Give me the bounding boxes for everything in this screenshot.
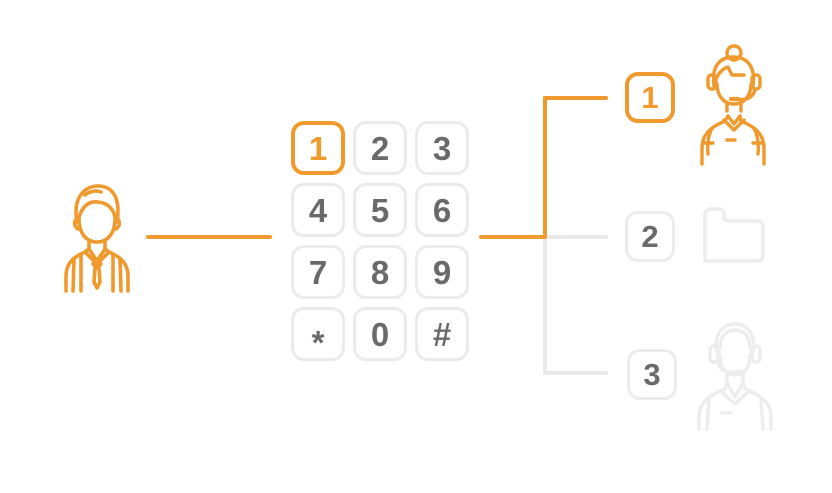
connector-junction-down <box>543 237 547 375</box>
keypad-key-5: 5 <box>353 183 407 237</box>
connector-to-option-1 <box>543 96 608 100</box>
connector-keypad-to-junction <box>479 235 545 239</box>
connector-junction-up <box>543 96 547 239</box>
keypad-key-2: 2 <box>353 121 407 175</box>
support-agent-female-icon <box>697 44 769 166</box>
menu-option-2-number: 2 <box>641 219 659 254</box>
keypad-key-3-label: 3 <box>432 129 452 167</box>
keypad-key-1: 1 <box>291 121 345 175</box>
keypad-key-3: 3 <box>415 121 469 175</box>
connector-to-option-2 <box>545 235 608 239</box>
menu-option-1-badge: 1 <box>625 72 675 123</box>
keypad-key-0-label: 0 <box>370 315 390 353</box>
keypad-key-0: 0 <box>353 307 407 361</box>
keypad-key-hash-label: # <box>432 315 452 353</box>
menu-option-2-badge: 2 <box>625 211 675 262</box>
keypad-key-9: 9 <box>415 245 469 299</box>
menu-option-3-badge: 3 <box>627 349 677 400</box>
keypad-key-7-label: 7 <box>308 253 328 291</box>
menu-option-3-number: 3 <box>643 357 661 392</box>
keypad-key-hash: # <box>415 307 469 361</box>
keypad-key-8-label: 8 <box>370 253 390 291</box>
keypad-key-star: * <box>291 307 345 361</box>
folder-icon <box>701 205 767 265</box>
keypad-key-8: 8 <box>353 245 407 299</box>
menu-option-1-number: 1 <box>641 80 659 115</box>
phone-keypad: 1 2 3 4 5 6 7 8 9 * 0 # <box>291 121 469 361</box>
keypad-key-2-label: 2 <box>370 129 390 167</box>
keypad-key-6-label: 6 <box>432 191 452 229</box>
caller-icon <box>56 181 138 293</box>
keypad-key-5-label: 5 <box>370 191 390 229</box>
keypad-key-6: 6 <box>415 183 469 237</box>
keypad-key-1-label: 1 <box>308 129 328 167</box>
keypad-key-7: 7 <box>291 245 345 299</box>
connector-to-option-3 <box>543 371 608 375</box>
support-agent-male-icon <box>694 321 776 431</box>
keypad-key-4-label: 4 <box>308 191 328 229</box>
keypad-key-9-label: 9 <box>432 253 452 291</box>
keypad-key-star-label: * <box>311 323 325 361</box>
keypad-key-4: 4 <box>291 183 345 237</box>
connector-caller-to-keypad <box>146 235 272 239</box>
